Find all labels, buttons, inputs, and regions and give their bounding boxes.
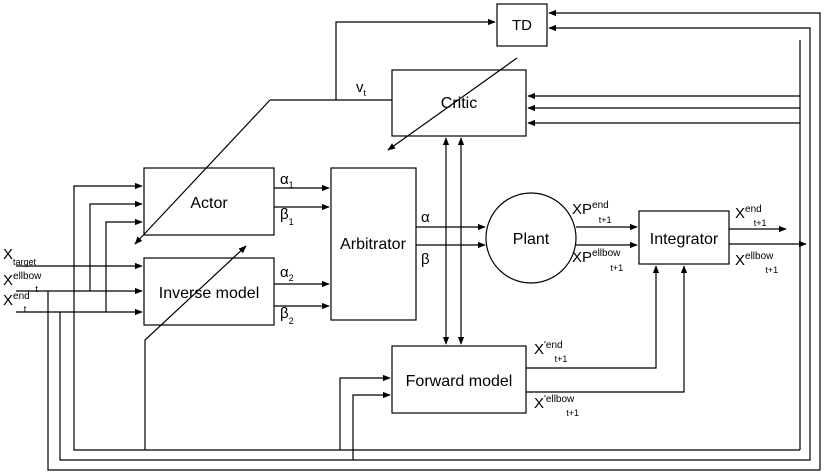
target-to-actor-arrow [16,182,143,267]
bottom-loop-inner [73,266,800,451]
arbitrator-block: Arbitrator [330,167,417,321]
beta-label: β [421,251,430,268]
td-input-arrow [335,18,496,100]
inverse-model-block: Inverse model [143,257,275,326]
inverse-model-label: Inverse model [159,285,260,302]
v-label: vt [356,79,367,98]
beta2-label: β2 [280,305,294,326]
inverse-feedback-diagonal [144,245,247,450]
alpha2-label: α2 [280,264,294,283]
critic-to-actor-diagonal [134,99,271,245]
critic-label: Critic [441,95,477,112]
x-target-label: Xtarget [3,246,37,267]
alpha-label: α [421,209,430,226]
connection-lines [16,9,821,471]
forward-model-label: Forward model [406,373,513,390]
forward-input-arrow-2 [352,391,391,460]
bottom-loop-middle [59,266,811,461]
critic-block: Critic [391,69,527,137]
forward-ellbow-arrow [526,265,688,393]
forward-input-arrow-1 [339,374,391,450]
end-to-actor-arrow [105,218,143,312]
arbitrator-label: Arbitrator [340,236,406,253]
forward-model-block: Forward model [391,345,527,414]
td-feedback-arrow-2 [548,24,811,266]
td-feedback-arrow-1 [548,9,821,243]
beta1-label: β1 [280,206,294,227]
forward-end-arrow [526,265,660,369]
alpha1-label: α1 [280,171,294,190]
actor-label: Actor [190,195,228,212]
integrator-label: Integrator [650,231,719,248]
td-label: TD [512,17,532,34]
ellbow-to-actor-arrow [89,200,143,291]
integrator-block: Integrator [638,210,730,265]
plant-block: Plant [485,192,577,284]
td-error-diagonal [387,57,518,151]
bottom-loop-outer [47,243,821,471]
plant-label: Plant [513,231,550,248]
td-block: TD [496,3,548,47]
actor-block: Actor [143,167,275,236]
